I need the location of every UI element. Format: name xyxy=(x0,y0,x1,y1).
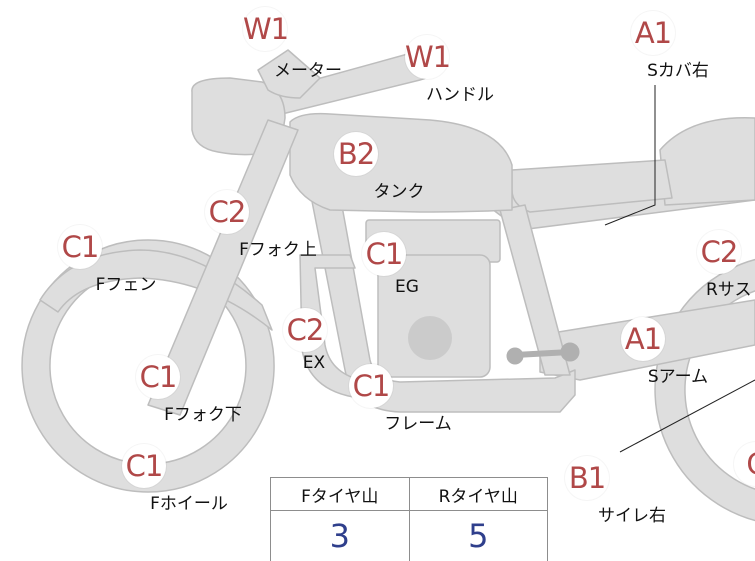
frame-down-shape xyxy=(499,204,571,376)
part-label: Fホイール xyxy=(150,494,228,514)
grade-badge: C1 xyxy=(58,225,102,269)
part-label: タンク xyxy=(373,182,425,202)
front-fender-shape xyxy=(39,249,273,331)
grade-badge: A1 xyxy=(621,317,665,361)
part-label: EG xyxy=(395,277,419,297)
front-fork-shape xyxy=(147,119,299,416)
part-label: サイレ右 xyxy=(598,506,666,526)
grade-badge: A1 xyxy=(631,11,675,55)
engine-cover-circle xyxy=(408,316,452,360)
front-tire-value: 3 xyxy=(270,510,410,561)
part-label: Fフォク下 xyxy=(164,405,242,425)
table-row: 3 5 xyxy=(270,510,548,561)
grade-badge: W1 xyxy=(243,7,289,51)
part-label: Sアーム xyxy=(647,367,709,387)
grade-badge: W1 xyxy=(405,35,451,79)
grade-badge: C2 xyxy=(283,308,327,352)
meter-shape xyxy=(257,49,321,99)
grade-badge: C1 xyxy=(122,444,166,488)
part-label: Rサス xyxy=(706,280,752,300)
grade-badge: C xyxy=(734,442,755,486)
silencer-leader xyxy=(619,379,755,453)
s-cover-leader xyxy=(604,85,656,226)
part-label: メーター xyxy=(274,61,342,81)
table-header-row: Fタイヤ山 Rタイヤ山 xyxy=(270,477,548,511)
part-label: Fフォク上 xyxy=(239,240,317,260)
part-label: EX xyxy=(302,353,326,373)
grade-badge: C2 xyxy=(697,230,741,274)
tail-shape xyxy=(659,117,755,206)
part-label: ハンドル xyxy=(426,85,494,105)
rear-tire-value: 5 xyxy=(408,510,548,561)
part-label: フレーム xyxy=(384,414,452,434)
part-label: Sカバ右 xyxy=(647,61,709,81)
grade-badge: C1 xyxy=(349,364,393,408)
grade-badge: C1 xyxy=(136,355,180,399)
engine-shape xyxy=(377,254,491,378)
part-label: Fフェン xyxy=(95,275,157,295)
shift-linkage xyxy=(506,342,580,365)
grade-badge: B1 xyxy=(565,456,609,500)
table-header-cell: Rタイヤ山 xyxy=(408,477,548,511)
grade-badge: B2 xyxy=(334,132,378,176)
grade-badge: C1 xyxy=(362,232,406,276)
grade-badge: C2 xyxy=(205,190,249,234)
table-header-cell: Fタイヤ山 xyxy=(270,477,410,511)
tire-tread-table: Fタイヤ山 Rタイヤ山 3 5 xyxy=(270,477,548,561)
